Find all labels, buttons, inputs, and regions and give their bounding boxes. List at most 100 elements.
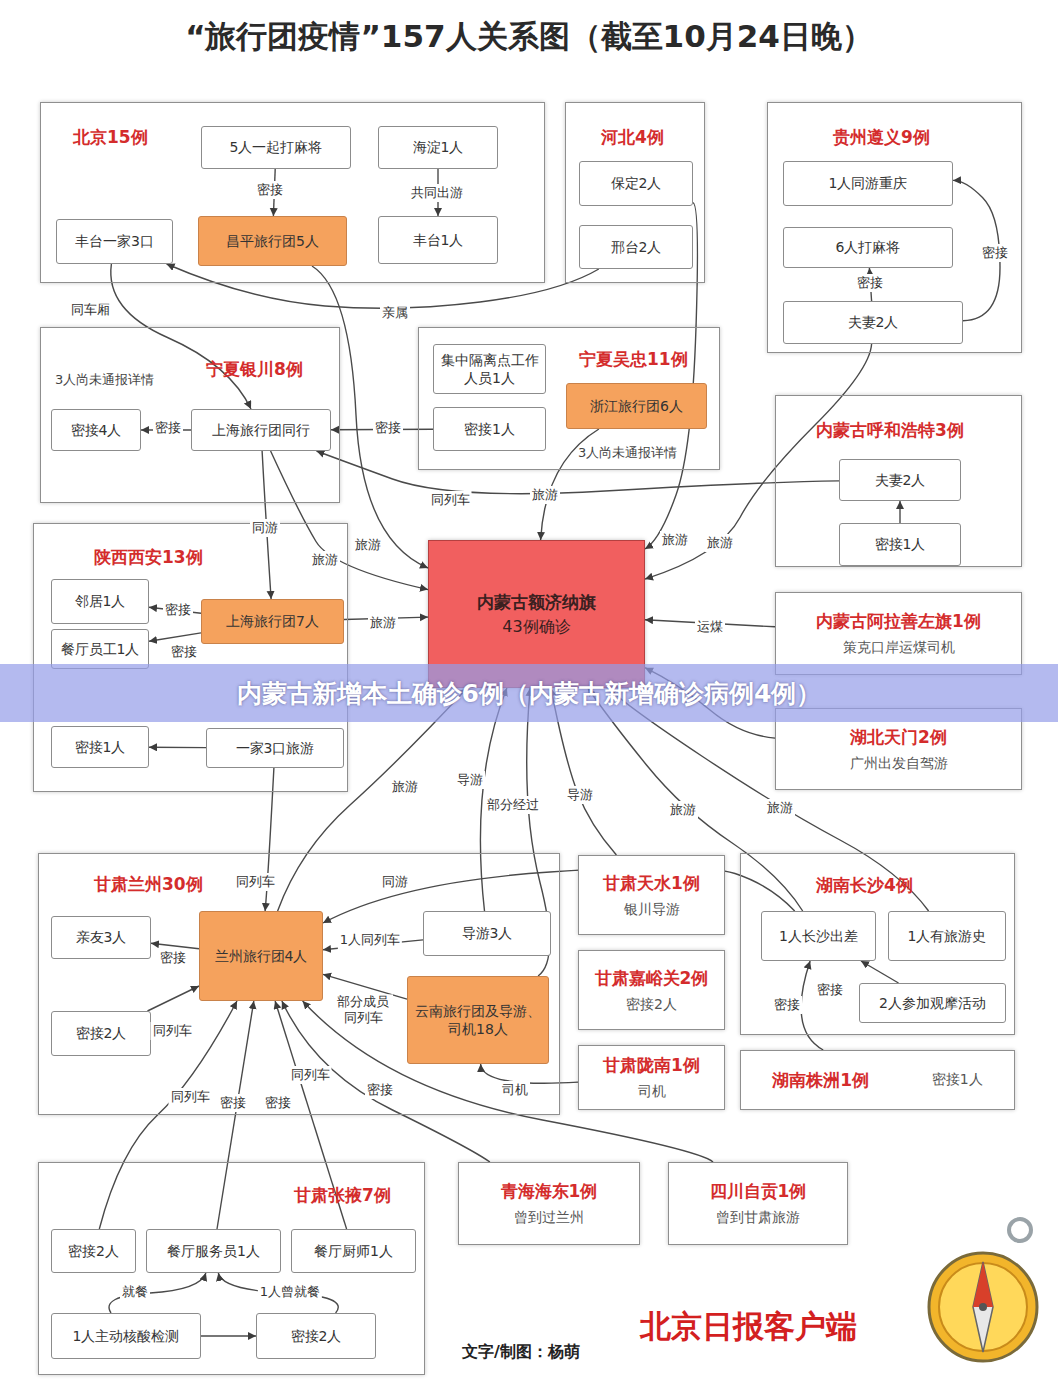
box-label: 夫妻2人 [848, 313, 899, 331]
case-box: 餐厅服务员1人 [146, 1229, 281, 1273]
region-heading: 甘肃天水1例 [603, 872, 700, 895]
edge-label: 密接 [218, 1094, 248, 1112]
box-label: 餐厅员工1人 [61, 640, 140, 658]
case-box: 密接1人 [433, 407, 546, 451]
region-heading: 甘肃嘉峪关2例 [595, 967, 709, 990]
group-heading: 宁夏吴忠11例 [579, 348, 688, 371]
edge-label: 密接 [158, 949, 188, 967]
box-label: 云南旅行团及导游、司机18人 [412, 1002, 544, 1038]
box-label: 1人有旅游史 [908, 927, 987, 945]
case-box: 丰台1人 [378, 216, 498, 264]
case-box: 1人有旅游史 [888, 911, 1006, 961]
region-box: 湖南株洲1例密接1人 [740, 1050, 1015, 1110]
case-box: 餐厅厨师1人 [291, 1229, 416, 1273]
tour-group-box: 上海旅行团7人 [201, 599, 344, 644]
connector [151, 943, 199, 949]
note-text: 3人尚未通报详情 [578, 444, 677, 462]
region-heading: 湖北天门2例 [850, 726, 947, 749]
edge-label: 同游 [250, 519, 280, 537]
region-heading: 青海海东1例 [501, 1180, 598, 1203]
connector [218, 1273, 338, 1313]
note-text: 北京日报客户端 [640, 1306, 857, 1348]
edge-label: 密接 [772, 996, 802, 1014]
box-label: 密接4人 [71, 421, 122, 439]
box-label: 上海旅行团同行 [212, 421, 310, 439]
connector [645, 344, 872, 579]
note-text: 3人尚未通报详情 [55, 371, 154, 389]
box-label: 1人长沙出差 [779, 927, 858, 945]
box-label: 1人同游重庆 [829, 174, 908, 192]
case-box: 餐厅员工1人 [51, 629, 149, 669]
region-heading: 湖南株洲1例 [772, 1069, 869, 1092]
edge-label: 司机 [500, 1081, 530, 1099]
edge-label: 旅游 [353, 536, 383, 554]
case-box: 导游3人 [423, 911, 551, 956]
case-box: 丰台一家3口 [56, 219, 173, 264]
connector [149, 747, 206, 749]
group-heading: 贵州遵义9例 [833, 126, 930, 149]
connector [861, 961, 899, 983]
region-box: 甘肃嘉峪关2例密接2人 [578, 950, 725, 1030]
edge-label: 密接 [815, 981, 845, 999]
edge-label: 旅游 [668, 801, 698, 819]
case-box: 2人参加观摩活动 [859, 983, 1006, 1023]
edge-label: 导游 [565, 786, 595, 804]
group-frame: 贵州遵义9例1人同游重庆6人打麻将夫妻2人 [767, 102, 1022, 353]
box-label: 兰州旅行团4人 [215, 947, 308, 965]
box-label: 密接2人 [76, 1024, 127, 1042]
edge-label: 旅游 [530, 486, 560, 504]
box-label: 集中隔离点工作人员1人 [438, 351, 541, 387]
box-label: 密接1人 [875, 535, 926, 553]
group-heading: 甘肃兰州30例 [94, 873, 203, 896]
edge-label: 旅游 [660, 531, 690, 549]
region-note: 策克口岸运煤司机 [843, 639, 955, 657]
case-box: 密接2人 [51, 1011, 151, 1056]
box-label: 密接1人 [75, 738, 126, 756]
box-label: 餐厅服务员1人 [167, 1242, 260, 1260]
news-banner: 内蒙古新增本土确诊6例（内蒙古新增确诊病例4例） [0, 664, 1058, 722]
tour-group-box: 昌平旅行团5人 [198, 216, 347, 266]
edge-label: 同列车 [151, 1022, 194, 1040]
tour-group-box: 云南旅行团及导游、司机18人 [407, 976, 549, 1064]
box-label: 海淀1人 [413, 138, 464, 156]
group-heading: 内蒙古呼和浩特3例 [816, 419, 964, 442]
connector [899, 501, 900, 523]
case-box: 保定2人 [579, 161, 693, 206]
edge-label: 同列车 [429, 491, 472, 509]
edge-label: 密接 [169, 643, 199, 661]
compass-logo [925, 1212, 1045, 1377]
edge-label: 部分成员同列车 [333, 994, 393, 1025]
edge-label: 同列车 [289, 1066, 332, 1084]
box-label: 密接2人 [291, 1327, 342, 1345]
region-box: 四川自贡1例曾到甘肃旅游 [668, 1162, 848, 1245]
case-box: 密接1人 [51, 726, 149, 768]
region-note: 曾到过兰州 [514, 1209, 584, 1227]
box-label: 丰台1人 [413, 231, 464, 249]
case-box: 夫妻2人 [839, 459, 961, 501]
box-label: 浙江旅行团6人 [590, 397, 683, 415]
tour-group-box: 兰州旅行团4人 [199, 911, 323, 1001]
box-label: 亲友3人 [76, 928, 127, 946]
group-heading: 宁夏银川8例 [206, 358, 303, 381]
box-label: 5人一起打麻将 [230, 138, 323, 156]
case-box: 5人一起打麻将 [201, 126, 351, 169]
group-heading: 陕西西安13例 [94, 546, 203, 569]
case-box: 上海旅行团同行 [191, 409, 331, 451]
edge-label: 运煤 [695, 618, 725, 636]
connector [217, 1001, 254, 1229]
region-heading: 内蒙古阿拉善左旗1例 [816, 610, 981, 633]
case-box: 密接2人 [256, 1313, 376, 1359]
region-note: 司机 [638, 1083, 666, 1101]
box-label: 密接1人 [464, 420, 515, 438]
box-label: 2人参加观摩活动 [879, 994, 986, 1012]
edge-label: 同列车 [169, 1088, 212, 1106]
edge-label: 旅游 [310, 551, 340, 569]
connector [201, 1335, 256, 1336]
edge-label: 就餐 [120, 1283, 150, 1301]
edge-label: 同车厢 [69, 301, 112, 319]
case-box: 密接1人 [839, 523, 961, 566]
edge-label: 导游 [455, 771, 485, 789]
group-frame: 内蒙古呼和浩特3例夫妻2人密接1人 [775, 395, 1022, 567]
region-note: 曾到甘肃旅游 [716, 1209, 800, 1227]
